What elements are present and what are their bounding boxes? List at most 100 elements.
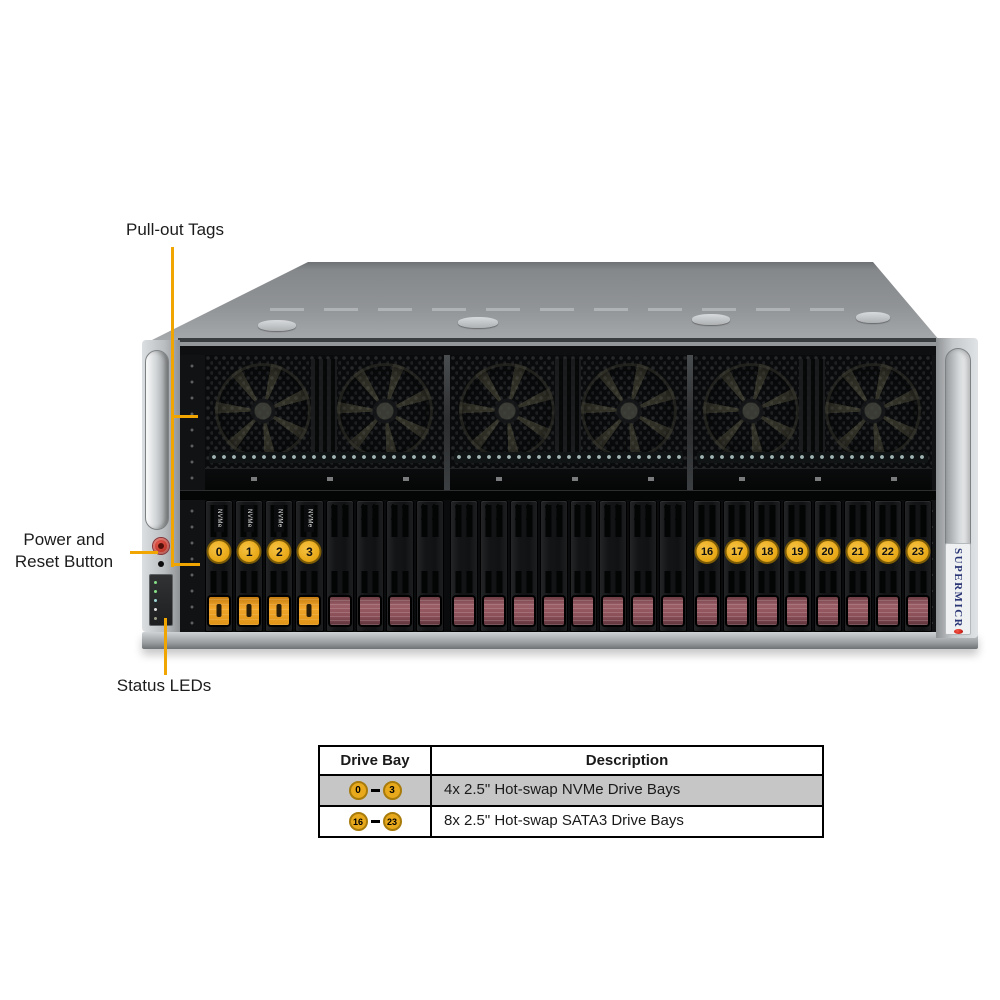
chassis-top-panel [150,262,940,341]
tray-latch[interactable] [389,597,410,625]
nvme-pull-out-tag[interactable]: NVMe [304,505,315,532]
tray-vent-slots [482,505,506,537]
screw-dots [187,359,197,486]
tray-vent-slots [631,505,655,537]
range-dash-icon [370,820,380,823]
bay-number-badge: 18 [754,539,780,564]
drive-tray-12[interactable] [569,500,598,632]
tray-vent-slots [695,505,719,537]
tray-vent-slots [358,571,382,593]
drive-tray-17[interactable]: 17 [723,500,752,632]
drive-tray-18[interactable]: 18 [753,500,782,632]
status-led-panel [149,574,173,626]
latch-slot [216,604,222,617]
drive-tray-4[interactable] [325,500,354,632]
drive-tray-20[interactable]: 20 [813,500,842,632]
tray-latch[interactable] [697,597,718,625]
callout-tick-pullout-lower [171,563,200,566]
status-led [154,608,157,611]
tray-latch[interactable] [817,597,838,625]
tray-latch[interactable] [543,597,564,625]
fan-icon [215,363,311,459]
drive-tray-8[interactable] [450,500,478,632]
drive-tray-21[interactable]: 21 [843,500,872,632]
latch-slot [276,604,282,617]
tray-latch[interactable] [453,597,474,625]
tray-latch[interactable] [727,597,748,625]
bay-badge-from: 0 [348,781,368,800]
drive-tray-22[interactable]: 22 [873,500,902,632]
nvme-pull-out-tag[interactable]: NVMe [274,505,285,532]
tray-vent-slots [631,571,655,593]
tray-latch[interactable] [787,597,808,625]
tray-latch[interactable] [209,597,230,625]
drive-tray-13[interactable] [599,500,628,632]
tray-latch[interactable] [419,597,440,625]
tray-latch[interactable] [633,597,654,625]
tray-latch[interactable] [573,597,594,625]
frame-strip-left [178,355,205,490]
tray-latch[interactable] [847,597,868,625]
drive-tray-16[interactable]: 16 [693,500,722,632]
tray-vent-slots [328,571,352,593]
description-cell: 4x 2.5" Hot-swap NVMe Drive Bays [444,781,681,798]
tray-latch[interactable] [513,597,534,625]
chassis-bottom-rail [142,632,978,649]
tray-vent-slots [418,571,442,593]
nvme-pull-out-tag[interactable]: NVMe [244,505,255,532]
left-handle[interactable] [145,350,169,530]
fan-slats [555,359,581,461]
drive-tray-19[interactable]: 19 [783,500,812,632]
nvme-pull-out-tag[interactable]: NVMe [214,505,225,532]
drive-tray-7[interactable] [415,500,444,632]
tray-latch[interactable] [603,597,624,625]
drive-tray-6[interactable] [385,500,414,632]
fan-section-2 [450,355,687,490]
latch-slot [306,604,312,617]
tray-vent-slots [452,505,476,537]
fan-icon [337,363,433,459]
tray-latch[interactable] [877,597,898,625]
bay-number-badge: 16 [694,539,720,564]
tray-latch[interactable] [757,597,778,625]
bay-number-badge: 19 [784,539,810,564]
fan-foot [450,468,687,490]
reset-button[interactable] [158,561,164,567]
tray-vent-slots [846,571,870,593]
tray-vent-slots [297,571,321,593]
tray-latch[interactable] [663,597,684,625]
drive-tray-15[interactable] [659,500,687,632]
tray-latch[interactable] [299,597,320,625]
tray-latch[interactable] [359,597,380,625]
power-button[interactable] [153,538,169,554]
tray-latch[interactable] [483,597,504,625]
label-power-reset: Power and Reset Button [0,529,128,573]
callout-line-status-leds [164,618,167,675]
drive-tray-9[interactable] [479,500,508,632]
drive-tray-23[interactable]: 23 [903,500,932,632]
drive-tray-5[interactable] [355,500,384,632]
tray-latch[interactable] [239,597,260,625]
tray-vent-slots [906,571,930,593]
tray-vent-slots [601,571,625,593]
tray-vent-slots [388,505,412,537]
tray-latch[interactable] [907,597,928,625]
fan-section-1 [205,355,444,490]
drive-tray-14[interactable] [629,500,658,632]
right-handle[interactable] [945,348,971,558]
tray-vent-slots [785,505,809,537]
drive-tray-10[interactable] [509,500,538,632]
tray-latch[interactable] [329,597,350,625]
drive-tray-11[interactable] [539,500,568,632]
fan-divider [687,355,693,490]
tray-vent-slots [571,571,595,593]
tray-latch[interactable] [269,597,290,625]
